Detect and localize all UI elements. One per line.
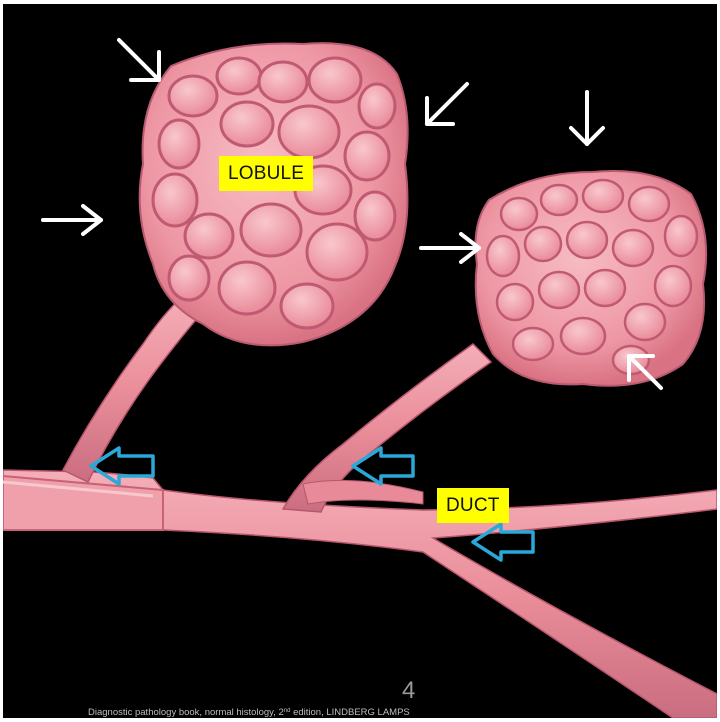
caption-text: Diagnostic pathology book, normal histol… xyxy=(88,707,284,718)
white-arrow-icon xyxy=(119,40,159,80)
anatomy-drawing xyxy=(3,4,717,718)
white-arrow-icon xyxy=(571,92,603,144)
middle-branch-lower xyxy=(303,480,423,504)
lobule-right xyxy=(476,171,707,386)
source-caption: Diagnostic pathology book, normal histol… xyxy=(88,707,410,718)
breast-lobule-illustration: LOBULE DUCT xyxy=(3,4,717,718)
lobule-label: LOBULE xyxy=(219,156,313,191)
white-arrow-icon xyxy=(421,234,479,262)
lobule-left xyxy=(140,43,408,345)
duct-label: DUCT xyxy=(437,488,509,523)
white-arrow-icon xyxy=(43,206,101,234)
page-number: 4 xyxy=(402,677,415,705)
white-arrow-icon xyxy=(427,84,467,124)
caption-text-end: edition, LINDBERG LAMPS xyxy=(290,707,409,718)
left-branch-duct xyxy=(63,296,208,482)
